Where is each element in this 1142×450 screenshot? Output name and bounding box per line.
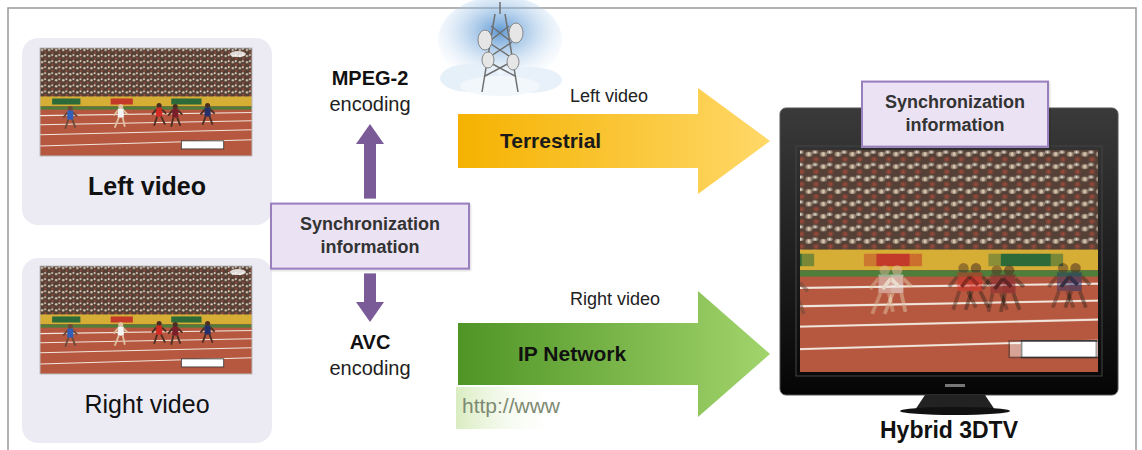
encoding-label: MPEG-2encoding bbox=[303, 62, 437, 120]
node-text: encoding bbox=[329, 92, 410, 116]
node-heading: MPEG-2 bbox=[332, 66, 409, 90]
encoding-label: AVCencoding bbox=[303, 326, 437, 384]
node-text: encoding bbox=[329, 356, 410, 380]
node-text: IP Network bbox=[518, 341, 626, 366]
arrow-head bbox=[356, 302, 384, 322]
right-video-panel-part bbox=[40, 266, 252, 374]
arrow-stem bbox=[364, 142, 376, 199]
right-video-panel-part bbox=[22, 258, 272, 443]
television-set-part-part bbox=[719, 150, 1142, 372]
arrow-head bbox=[356, 124, 384, 144]
node-heading: Hybrid 3DTV bbox=[880, 417, 1018, 445]
node-heading: Right video bbox=[570, 289, 660, 311]
television-set bbox=[719, 108, 1142, 415]
right-video-panel bbox=[22, 258, 272, 443]
node-heading: Right video bbox=[84, 389, 209, 419]
node-text: Terrestrial bbox=[500, 128, 601, 153]
sync-arrow bbox=[356, 273, 384, 322]
node-heading: Left video bbox=[570, 86, 648, 108]
broadcast-tower bbox=[438, 0, 562, 96]
broadcast-tower-part bbox=[509, 23, 523, 43]
sync-arrow bbox=[356, 124, 384, 199]
video-panel: Left video bbox=[22, 38, 272, 225]
node-heading: Left video bbox=[88, 171, 206, 201]
box-text: Synchronization information bbox=[875, 91, 1035, 138]
sync-box: Synchronization information bbox=[270, 203, 470, 270]
terrestrial-arrow: Left videoTerrestrial bbox=[458, 80, 770, 198]
broadcast-tower-part bbox=[460, 76, 540, 96]
left-video-panel-part bbox=[40, 48, 252, 156]
broadcast-tower-part bbox=[507, 54, 519, 70]
television-set-part bbox=[945, 384, 965, 387]
left-video-panel bbox=[22, 38, 272, 225]
watermark-text: http://www bbox=[462, 394, 560, 418]
ip-network-arrow-body bbox=[458, 291, 770, 417]
broadcast-tower-part bbox=[482, 52, 494, 68]
sync-box: Synchronization information bbox=[861, 81, 1049, 148]
video-panel: Right video bbox=[22, 258, 272, 443]
http-watermark-ground bbox=[456, 387, 560, 429]
tv-display: Hybrid 3DTV bbox=[778, 104, 1120, 444]
right-video-panel-part bbox=[40, 266, 252, 374]
box-text: Synchronization information bbox=[284, 213, 456, 260]
broadcast-tower-part bbox=[478, 30, 492, 50]
television-set-part bbox=[719, 150, 1142, 372]
left-video-panel-part bbox=[40, 48, 252, 156]
arrow-stem bbox=[364, 273, 376, 304]
broadcast-tower-part-part bbox=[499, 2, 501, 14]
television-set-part bbox=[900, 407, 1010, 415]
left-video-panel-part bbox=[22, 38, 272, 225]
node-heading: AVC bbox=[350, 330, 391, 354]
